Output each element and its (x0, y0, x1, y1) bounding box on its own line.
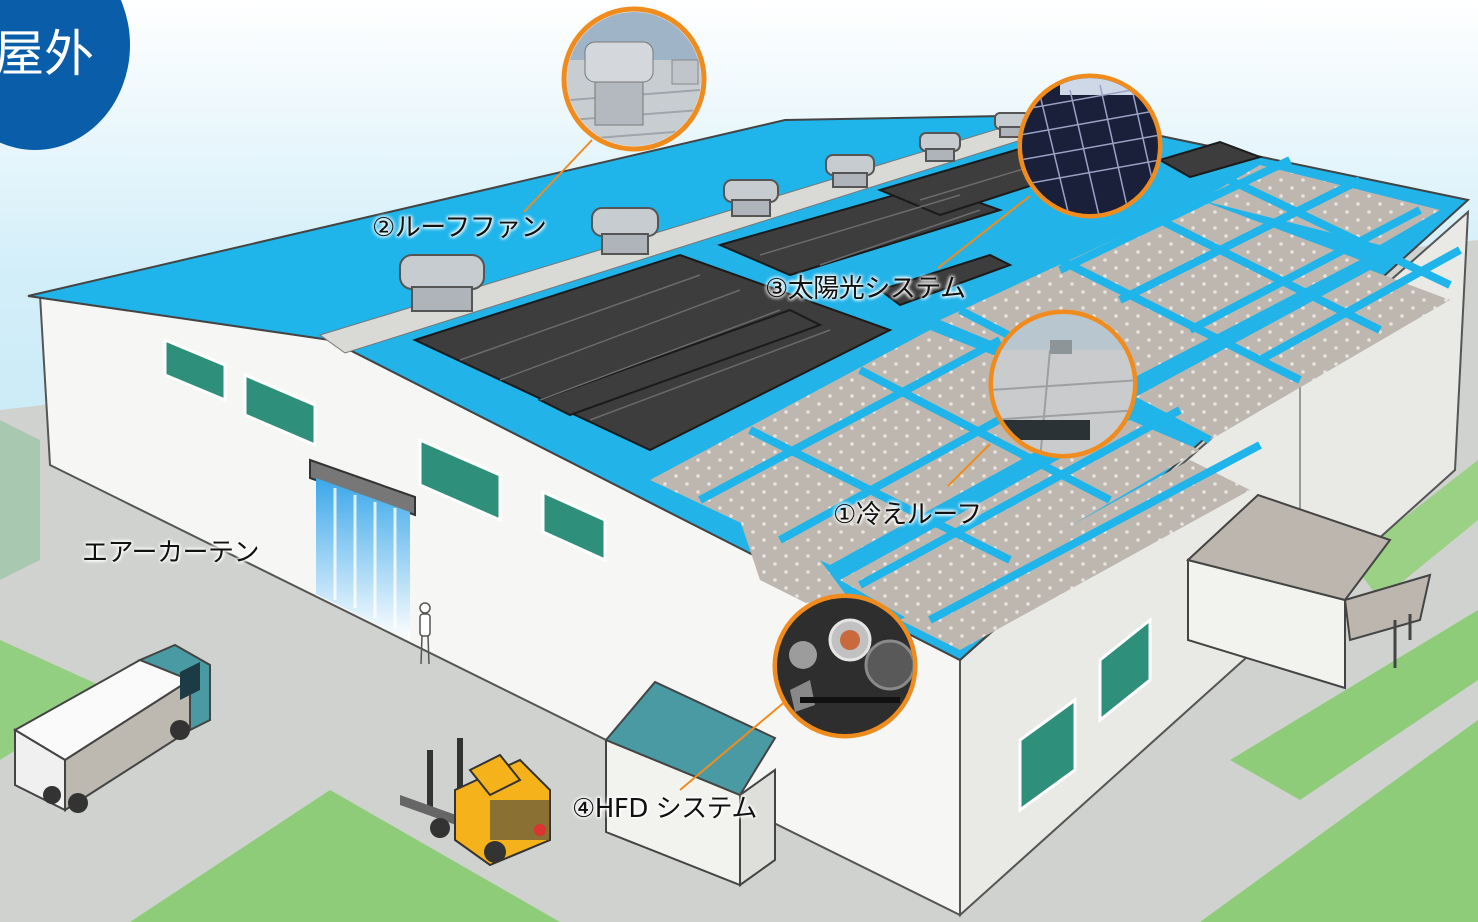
grass-area (1350, 460, 1478, 600)
hfd-belt-photo (772, 593, 918, 739)
cool-roof-label: ①冷えルーフ (833, 500, 982, 530)
air-curtain-unit (309, 458, 416, 640)
person-figure (419, 602, 431, 665)
leader-lines (523, 139, 1031, 791)
grass-area (0, 420, 40, 580)
truck (13, 643, 211, 813)
solar-system-label: ③太陽光システム (765, 274, 966, 304)
roof-fans (399, 112, 1030, 312)
grass-area (1200, 720, 1478, 922)
hfd-system-label: ④HFD システム (572, 794, 757, 824)
outdoor-badge-label: 屋外 (0, 25, 94, 83)
roof-fan-label: ②ルーフファン (372, 213, 547, 243)
air-curtain-label: エアーカーテン (82, 538, 259, 568)
hfd-building (604, 680, 777, 887)
annex-building (1185, 493, 1432, 690)
grass-area (1230, 610, 1478, 800)
windows (163, 337, 1152, 813)
forklift (400, 738, 551, 867)
grass-area (130, 790, 560, 922)
cool-roof-photo (988, 309, 1138, 459)
